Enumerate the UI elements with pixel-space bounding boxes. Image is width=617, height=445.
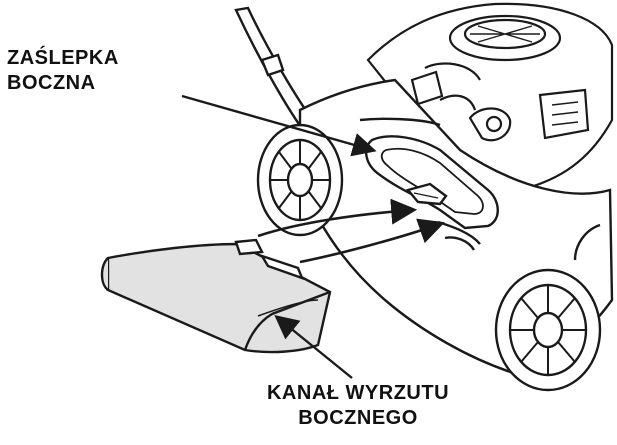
side-plug-label-line-1: ZAŚLEPKA (7, 47, 119, 69)
side-chute-label-line-2: BOCZNEGO (298, 407, 418, 429)
side-chute-leader (274, 314, 353, 379)
side-plug-leader (181, 94, 377, 157)
rear-wheel (256, 123, 344, 237)
side-chute-label-line-1: KANAŁ WYRZUTU (266, 382, 450, 404)
side-plug-label: ZAŚLEPKA BOCZNA (7, 46, 119, 96)
side-chute-label: KANAŁ WYRZUTU BOCZNEGO (238, 381, 478, 431)
insertion-arrows (257, 198, 445, 264)
side-plug-frame (364, 135, 499, 251)
mower-engine (366, 2, 614, 192)
front-wheel (494, 268, 602, 392)
side-plug-label-line-2: BOCZNA (7, 72, 96, 94)
side-discharge-chute (100, 238, 332, 354)
